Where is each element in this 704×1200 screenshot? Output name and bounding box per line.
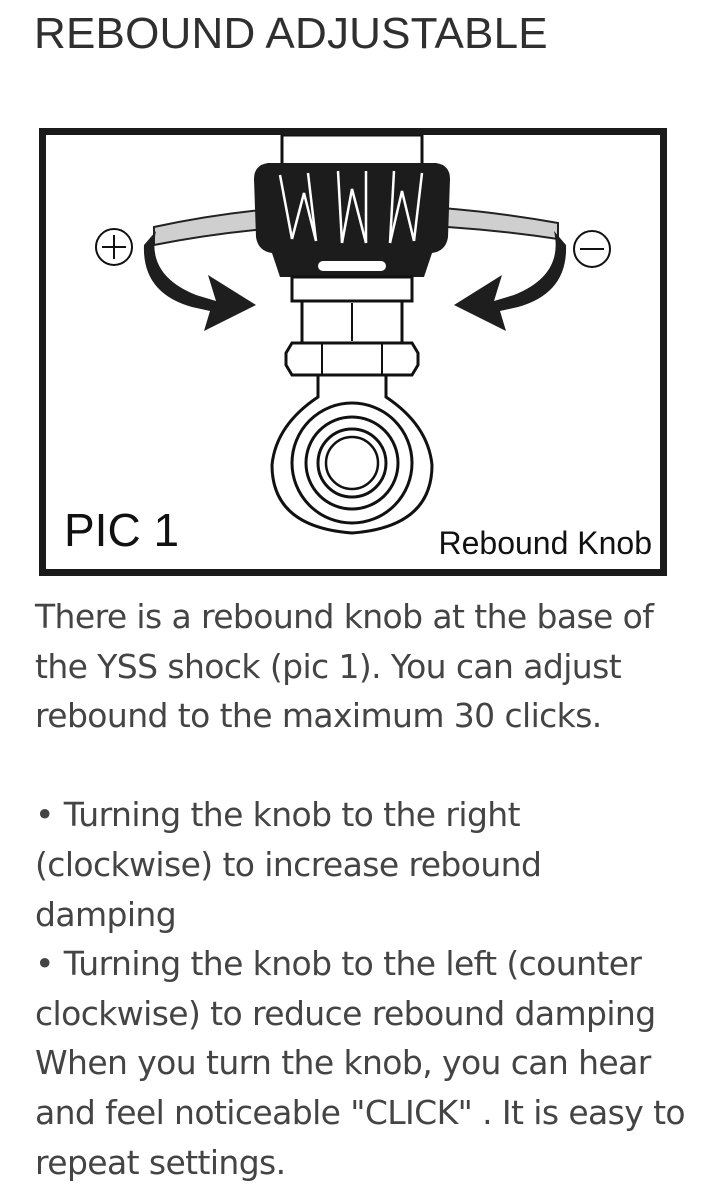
- shock-illustration: [95, 135, 611, 535]
- bullet-clockwise: • Turning the knob to the right (clockwi…: [35, 795, 542, 934]
- paragraph-spacer: [35, 741, 685, 791]
- rebound-knob-figure: PIC 1 Rebound Knob: [39, 128, 667, 576]
- article-body: There is a rebound knob at the base of t…: [35, 592, 686, 1187]
- intro-paragraph: There is a rebound knob at the base of t…: [35, 597, 654, 736]
- page-title: REBOUND ADJUSTABLE: [34, 9, 548, 58]
- plus-circle-icon: [95, 228, 133, 266]
- pic-label: PIC 1: [64, 504, 180, 556]
- minus-circle-icon: [573, 230, 611, 268]
- knob-label: Rebound Knob: [438, 525, 652, 561]
- bullet-counter-clockwise: • Turning the knob to the left (counter …: [35, 944, 686, 1182]
